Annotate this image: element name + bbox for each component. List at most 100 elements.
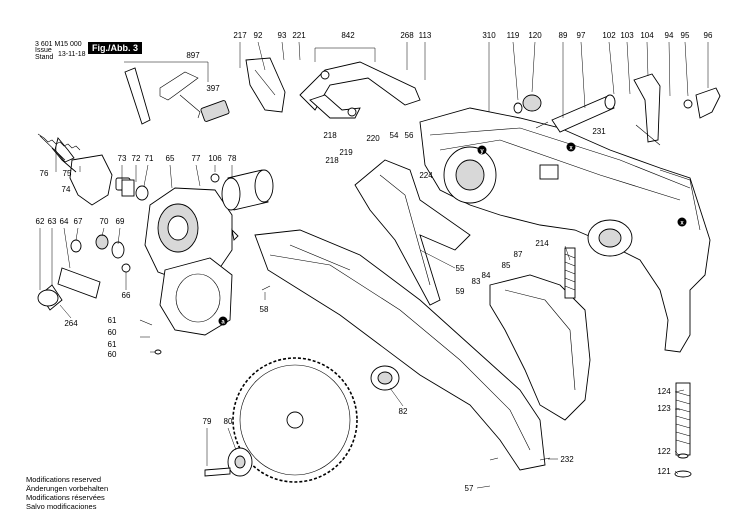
callout: 120: [528, 31, 542, 40]
shaft-97: [535, 94, 616, 133]
footer-notes: Modifications reserved Änderungen vorbeh…: [26, 475, 108, 511]
callout: 87: [514, 250, 523, 259]
washer-119: [513, 102, 523, 114]
callout: 55: [456, 264, 465, 273]
callout: 121: [657, 467, 671, 476]
callout: 72: [132, 154, 141, 163]
callout: 78: [228, 154, 237, 163]
issue-date: 13-11-18: [58, 51, 86, 58]
footer-line: Salvo modificaciones: [26, 502, 97, 511]
callout: 74: [62, 185, 71, 194]
callout: 63: [48, 217, 57, 226]
flange-82: [370, 365, 400, 391]
cylinder: [210, 169, 274, 211]
callout: 217: [233, 31, 247, 40]
washer-80: [227, 447, 253, 477]
callout: 70: [100, 217, 109, 226]
callout: 59: [456, 287, 465, 296]
callout: 218: [323, 131, 337, 140]
callout: 60: [108, 350, 117, 359]
callout-labels: 217 92 93 221 842 268 113 310 119 120 89…: [36, 31, 713, 493]
document-number: 3 601 M15 000: [35, 41, 82, 48]
callout: 61: [108, 340, 117, 349]
callout: 56: [405, 131, 414, 140]
callout: 218: [325, 156, 339, 165]
callout: 124: [657, 387, 671, 396]
footer-line: Modifications réservées: [26, 493, 105, 502]
spring-76: [37, 133, 81, 151]
callout: 103: [620, 31, 634, 40]
handle-96: [695, 87, 721, 119]
callout: 76: [40, 169, 49, 178]
svg-text:x: x: [680, 221, 684, 227]
callout: 64: [60, 217, 69, 226]
armature-parts: [115, 177, 149, 201]
callout: 82: [399, 407, 408, 416]
callout: 60: [108, 328, 117, 337]
leader-lines: [39, 41, 709, 489]
callout: 113: [419, 31, 432, 40]
callout: 84: [482, 271, 491, 280]
svg-text:x: x: [569, 146, 573, 152]
callout: 89: [559, 31, 568, 40]
callout: 67: [74, 217, 83, 226]
upper-housing: [419, 107, 711, 353]
callout: 79: [203, 417, 212, 426]
callout: 102: [602, 31, 616, 40]
part-397: [200, 100, 230, 122]
callout: 54: [390, 131, 399, 140]
callout: 93: [278, 31, 287, 40]
callout: 220: [366, 134, 380, 143]
callout: 106: [208, 154, 222, 163]
callout: 310: [482, 31, 496, 40]
callout: 94: [665, 31, 674, 40]
screw-column: [674, 382, 692, 478]
callout: 62: [36, 217, 45, 226]
svg-text:a: a: [221, 320, 225, 326]
callout: 92: [254, 31, 263, 40]
callout: 214: [535, 239, 549, 248]
callout: 264: [64, 319, 78, 328]
footer-line: Modifications reserved: [26, 475, 102, 484]
footer-line: Änderungen vorbehalten: [26, 484, 109, 493]
callout: 61: [108, 316, 117, 325]
cable-clip-897: [124, 67, 201, 125]
callout: 119: [507, 31, 520, 40]
callout: 75: [63, 169, 72, 178]
callout: 73: [118, 154, 127, 163]
callout: 80: [224, 417, 233, 426]
saw-blade: [232, 357, 358, 483]
callout: 96: [704, 31, 713, 40]
callout: 231: [592, 127, 606, 136]
callout: 842: [341, 31, 355, 40]
marker-x-lower: x: [677, 217, 687, 227]
gearbox: [39, 135, 113, 206]
figure-tag: Fig./Abb. 3: [88, 42, 142, 54]
small-screws: [139, 228, 551, 461]
callout: 122: [657, 447, 671, 456]
callout: 65: [166, 154, 175, 163]
callout: 104: [640, 31, 654, 40]
callout: 85: [502, 261, 511, 270]
svg-text:y: y: [480, 149, 484, 155]
callout: 71: [145, 154, 154, 163]
callout: 58: [260, 305, 269, 314]
lower-guard: [489, 274, 591, 421]
marker-a: a: [218, 316, 228, 326]
spindle-parts: [37, 234, 131, 311]
callout: 397: [206, 84, 220, 93]
marker-y: y: [477, 145, 487, 155]
callout: 69: [116, 217, 125, 226]
callout: 95: [681, 31, 690, 40]
callout: 268: [400, 31, 414, 40]
callout: 897: [186, 51, 200, 60]
callout: 83: [472, 277, 481, 286]
knob-120: [522, 94, 542, 112]
callout: 123: [657, 404, 671, 413]
callout: 66: [122, 291, 131, 300]
motor-housing: [144, 187, 233, 336]
blade-guard: [254, 229, 546, 471]
callout: 77: [192, 154, 201, 163]
callout: 224: [419, 171, 433, 180]
